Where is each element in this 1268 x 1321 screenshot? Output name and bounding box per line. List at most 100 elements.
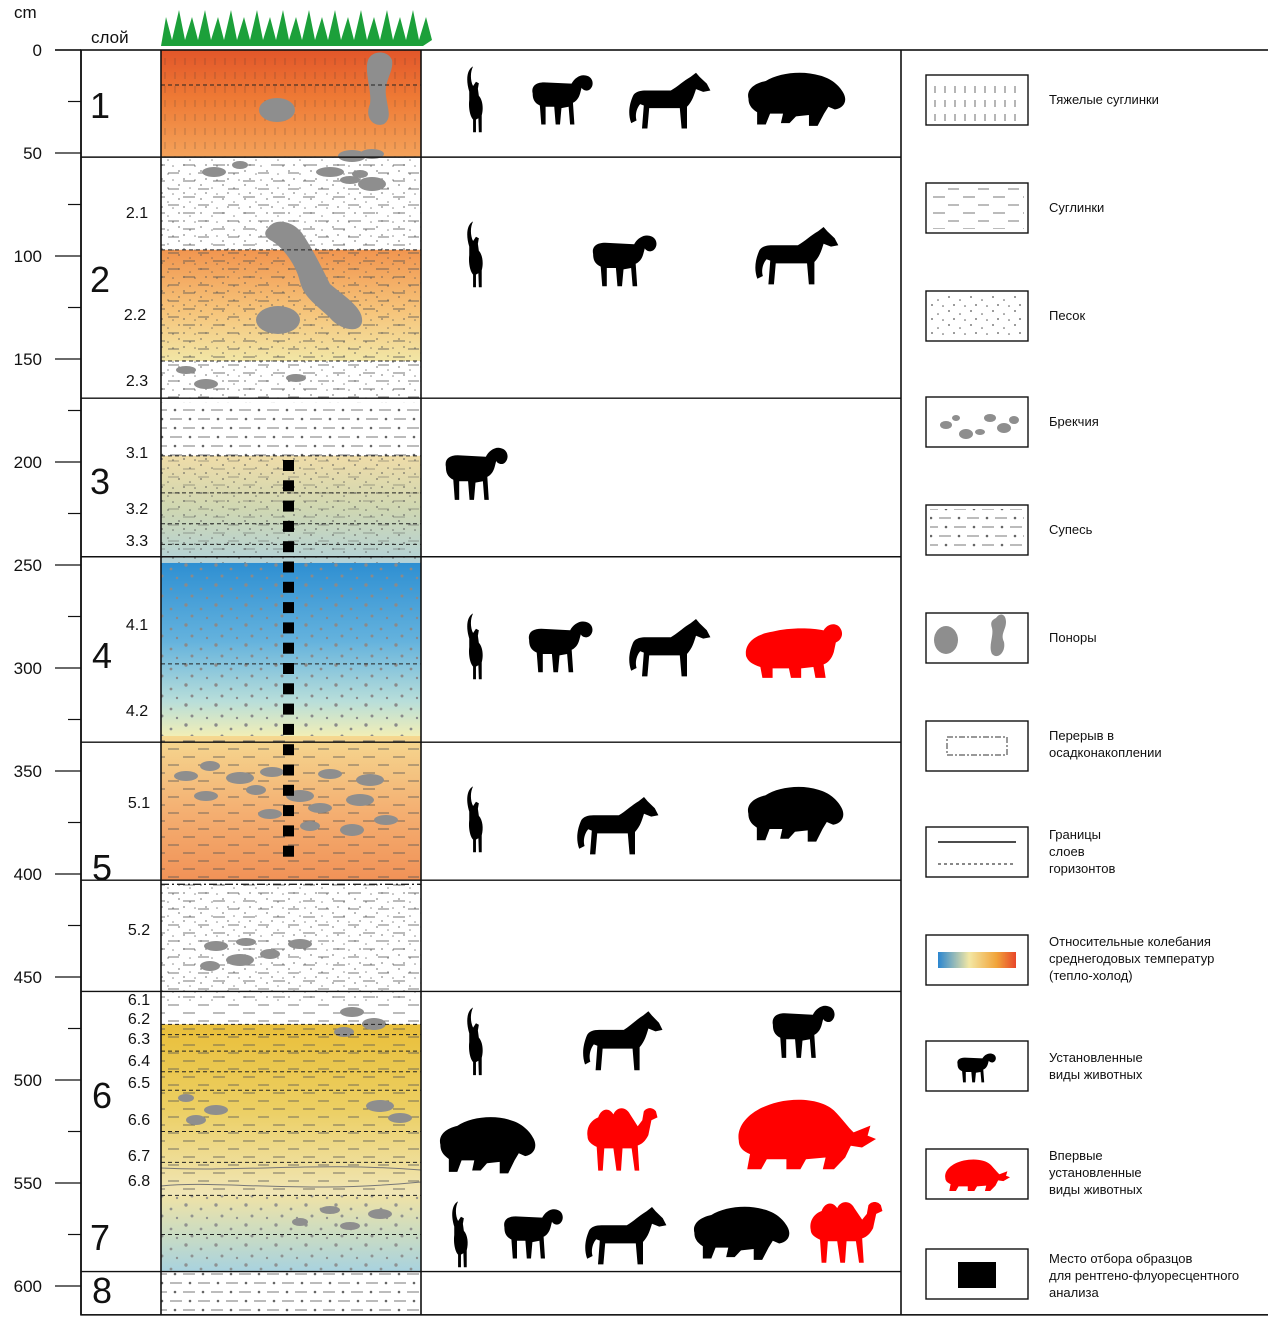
sample-point xyxy=(283,703,294,715)
depth-tick-label: 600 xyxy=(14,1277,42,1296)
horse-icon xyxy=(629,72,711,129)
breccia-fragment xyxy=(340,176,360,184)
legend-text: анализа xyxy=(1049,1285,1099,1300)
sample-point xyxy=(283,764,294,776)
layer-column-header: слой xyxy=(91,28,129,47)
breccia-swatch-fragment xyxy=(975,429,985,435)
legend-text: осадконакоплении xyxy=(1049,745,1162,760)
horse-icon xyxy=(583,1011,663,1071)
legend-text: Супесь xyxy=(1049,522,1093,537)
breccia-fragment xyxy=(366,1100,394,1112)
breccia-fragment xyxy=(300,821,320,831)
breccia-fragment xyxy=(236,938,256,946)
sample-point xyxy=(283,805,294,817)
horizon-label: 6.2 xyxy=(128,1011,150,1028)
horse-icon xyxy=(755,227,839,285)
sample-point xyxy=(283,784,294,796)
legend-text: Относительные колебания xyxy=(1049,934,1211,949)
wavy-line xyxy=(160,1181,422,1188)
goat-icon xyxy=(467,613,483,680)
depth-tick-label: 150 xyxy=(14,350,42,369)
bison-icon xyxy=(693,1206,790,1260)
legend-text: Место отбора образцов xyxy=(1049,1251,1192,1266)
breccia-fragment xyxy=(346,794,374,806)
horizon-label: 6.5 xyxy=(128,1075,150,1092)
bison-icon xyxy=(748,72,846,126)
depth-tick-label: 0 xyxy=(33,41,42,60)
horizon-label: 6.7 xyxy=(128,1148,150,1165)
breccia-swatch-fragment xyxy=(1009,416,1019,424)
layer-number: 6 xyxy=(92,1075,112,1116)
breccia-fragment xyxy=(374,815,398,825)
loam-swatch xyxy=(930,187,1024,229)
layer-number: 8 xyxy=(92,1270,112,1311)
goat-icon xyxy=(467,1007,483,1076)
sinkhole-shape xyxy=(259,98,295,122)
horizon-label: 6.4 xyxy=(128,1053,150,1070)
breccia-fragment xyxy=(320,1206,340,1214)
sample-point xyxy=(283,561,294,573)
breccia-fragment xyxy=(226,954,254,966)
breccia-fragment xyxy=(174,771,198,781)
goat-icon xyxy=(452,1201,468,1268)
rhino-icon xyxy=(738,1099,876,1170)
sample-point xyxy=(283,642,294,654)
goat-icon xyxy=(467,221,483,288)
breccia-fragment xyxy=(308,803,332,813)
sample-point xyxy=(283,460,294,471)
sand-swatch xyxy=(930,295,1024,337)
breccia-fragment xyxy=(388,1113,412,1123)
temperature-gradient-swatch xyxy=(938,952,1016,968)
horizon-label: 6.6 xyxy=(128,1112,150,1129)
breccia-fragment xyxy=(232,161,248,169)
lithology-pattern xyxy=(161,1271,421,1315)
depth-tick-label: 50 xyxy=(23,144,42,163)
sinkhole-shape xyxy=(366,52,393,125)
depth-unit-label: cm xyxy=(14,3,37,22)
layer-number: 3 xyxy=(90,461,110,502)
breccia-fragment xyxy=(258,809,282,819)
depth-tick-label: 450 xyxy=(14,968,42,987)
breccia-swatch-fragment xyxy=(940,421,952,429)
horizon-label: 6.8 xyxy=(128,1173,150,1190)
legend-swatch xyxy=(925,720,1029,772)
horse-icon xyxy=(585,1207,667,1265)
breccia-fragment xyxy=(316,167,344,177)
goat-icon xyxy=(467,66,483,133)
horizon-label: 5.1 xyxy=(128,795,150,812)
lithology-pattern xyxy=(161,402,421,456)
ram-icon xyxy=(528,621,593,673)
depth-tick-label: 300 xyxy=(14,659,42,678)
legend-text: Установленные xyxy=(1049,1050,1143,1065)
legend-text: Песок xyxy=(1049,308,1085,323)
legend-text: горизонтов xyxy=(1049,861,1115,876)
legend-swatch xyxy=(925,826,1029,878)
breccia-fragment xyxy=(204,941,228,951)
legend-text: для рентгено-флуоресцентного xyxy=(1049,1268,1239,1283)
breccia-fragment xyxy=(338,150,366,162)
legend-text: Границы xyxy=(1049,827,1101,842)
sample-point xyxy=(283,541,294,553)
breccia-swatch-fragment xyxy=(952,415,960,421)
ram-icon xyxy=(772,1005,835,1058)
depth-tick-label: 350 xyxy=(14,762,42,781)
horse-icon xyxy=(629,619,711,677)
breccia-fragment xyxy=(260,949,280,959)
breccia-fragment xyxy=(340,1222,360,1230)
horizon-label: 3.1 xyxy=(126,445,148,462)
layer-number: 2 xyxy=(90,259,110,300)
legend-text: слоев xyxy=(1049,844,1085,859)
goat-icon xyxy=(467,786,483,853)
horizon-label: 3.3 xyxy=(126,533,148,550)
hiatus-swatch xyxy=(946,736,1008,756)
lithology-pattern xyxy=(161,157,421,403)
sandy-loam-swatch xyxy=(930,509,1024,551)
sample-point xyxy=(283,622,294,634)
layer-number: 5 xyxy=(92,847,112,888)
horizon-label: 2.2 xyxy=(124,307,146,324)
sinkhole-swatch-round xyxy=(934,626,958,654)
legend-text: установленные xyxy=(1049,1165,1142,1180)
depth-tick-label: 400 xyxy=(14,865,42,884)
breccia-fragment xyxy=(194,379,218,389)
sample-point xyxy=(283,500,294,512)
